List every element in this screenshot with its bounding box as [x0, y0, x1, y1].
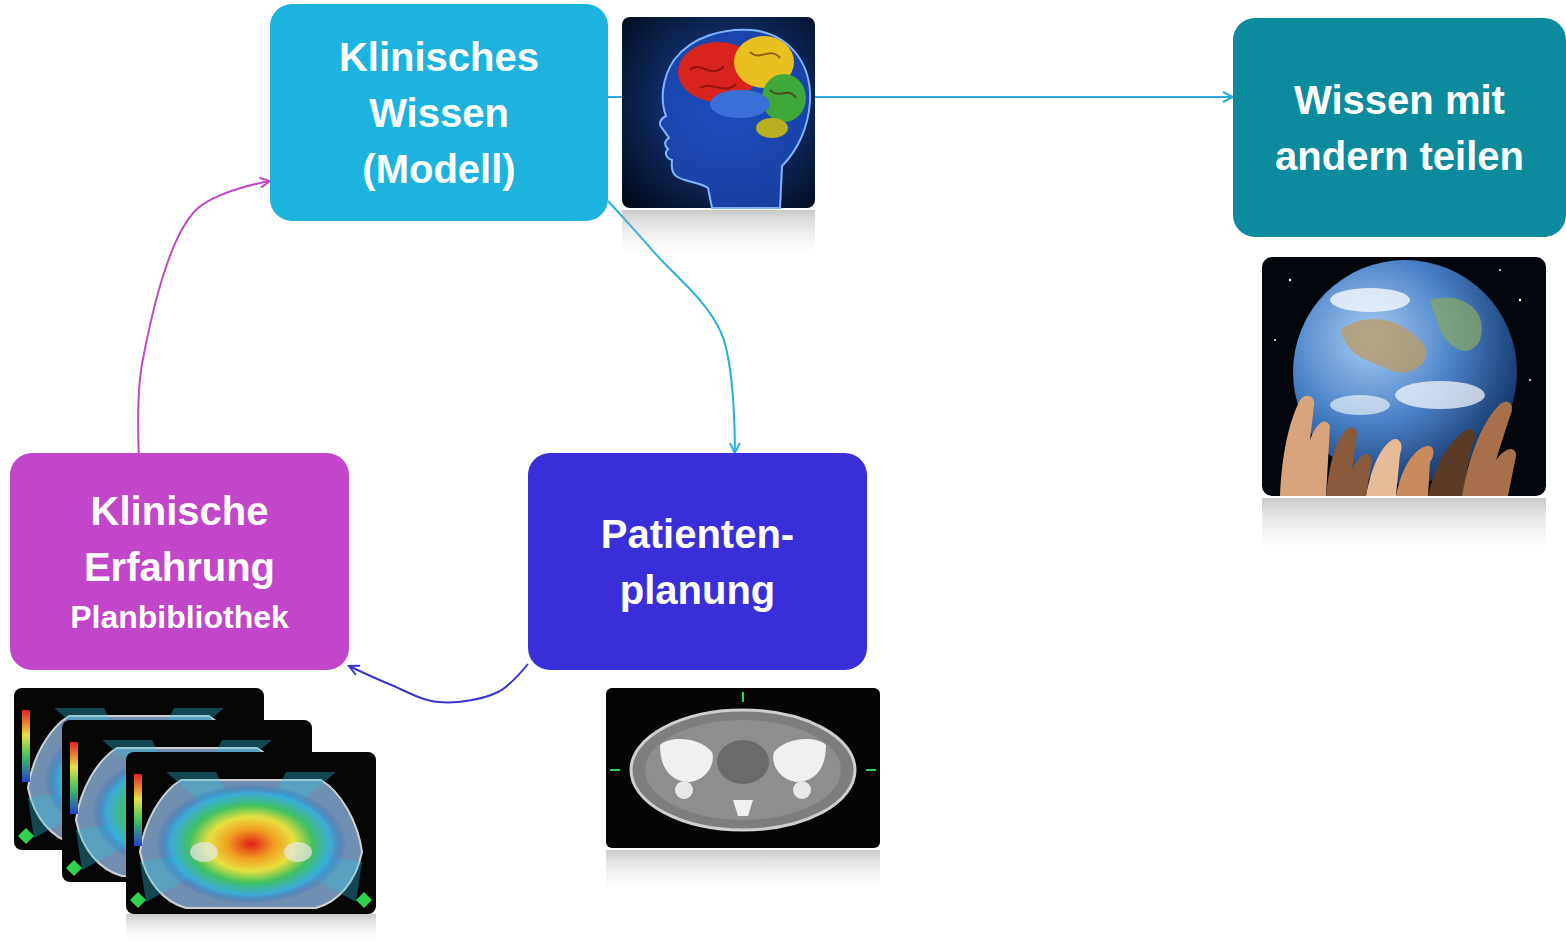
ct-scan-picture-part: [606, 850, 880, 896]
box-title: Klinische Erfahrung: [38, 483, 321, 595]
ct-scan-picture-part: [717, 740, 769, 784]
ct-scan-picture-part: [660, 739, 713, 782]
globe-hands-picture-part-part: [1529, 379, 1531, 381]
globe-hands-picture-part-part: [1499, 269, 1501, 271]
globe-hands-picture-part-part: [1330, 288, 1410, 312]
plan-library-picture: [14, 688, 376, 944]
box-title: Klinisches Wissen (Modell): [298, 29, 580, 197]
process-box: Patienten- planung: [528, 453, 867, 670]
brain-picture-part: [756, 118, 788, 138]
brain-picture-part: [678, 42, 758, 102]
process-box: Klinische ErfahrungPlanbibliothek: [10, 453, 349, 670]
brain-picture: [622, 17, 815, 262]
globe-hands-picture-part-part: [1428, 429, 1475, 496]
brain-picture-part: [660, 30, 810, 208]
brain-picture-part: [734, 36, 794, 88]
ct-scan-picture-part: [733, 800, 753, 816]
flow-arrow: [138, 181, 270, 453]
globe-hands-picture-part-part: [1274, 339, 1276, 341]
brain-picture-part: [710, 90, 770, 118]
globe-hands-picture-part-part: [1340, 319, 1427, 373]
globe-hands-picture-part-part: [1293, 260, 1517, 484]
globe-hands-picture-part: [1262, 498, 1546, 560]
flow-arrow: [608, 96, 1233, 98]
plan-library-picture-part: [62, 720, 312, 882]
process-box: Wissen mit andern teilen: [1233, 18, 1566, 237]
flow-arrow: [608, 201, 735, 453]
ct-scan-picture-part: [773, 739, 826, 782]
ct-scan-picture-part: [610, 692, 876, 770]
globe-hands-picture-part-part: [1326, 428, 1372, 496]
globe-hands-picture-part-part: [1396, 446, 1433, 496]
plan-library-picture-part: [126, 752, 376, 914]
globe-hands-picture-part-part: [1462, 402, 1516, 496]
globe-hands-picture-part: [1274, 260, 1531, 496]
ct-scan-picture-part: [645, 720, 841, 820]
globe-hands-picture-part-part: [1289, 279, 1291, 281]
brain-picture-part: [690, 52, 796, 98]
globe-hands-picture-part-part: [1395, 381, 1485, 409]
globe-hands-picture-part-part: [1430, 297, 1482, 351]
ct-scan-picture-part: [631, 710, 855, 830]
ct-scan-picture-part: [793, 781, 811, 799]
process-box: Klinisches Wissen (Modell): [270, 4, 608, 221]
flow-arrow: [349, 664, 528, 702]
plan-library-picture-part: [126, 914, 376, 944]
ct-scan-picture-part: [606, 688, 880, 848]
globe-hands-picture-part: [1262, 257, 1546, 496]
box-title: Wissen mit andern teilen: [1261, 72, 1538, 184]
globe-hands-picture-part-part: [1280, 396, 1330, 496]
plan-library-picture-part: [14, 688, 264, 850]
box-title: Patienten- planung: [556, 506, 839, 618]
ct-scan-picture-part: [675, 781, 693, 799]
globe-hands-picture-part-part: [1519, 299, 1521, 301]
ct-scan-picture: [606, 688, 880, 896]
box-subtitle: Planbibliothek: [38, 595, 321, 640]
brain-picture-part: [762, 74, 806, 122]
globe-hands-picture-part-part: [1330, 395, 1390, 415]
brain-picture-part: [622, 210, 815, 262]
globe-hands-picture-part-part: [1366, 439, 1402, 496]
brain-picture-part: [622, 17, 815, 208]
globe-hands-picture: [1262, 257, 1546, 560]
